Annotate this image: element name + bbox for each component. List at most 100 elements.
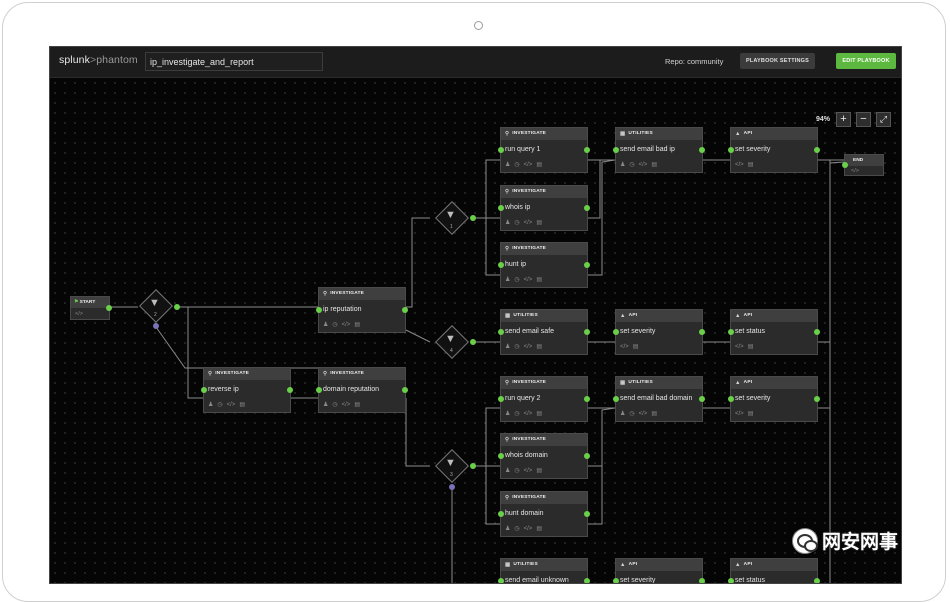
start-node[interactable]: ⚑ START </> bbox=[70, 296, 112, 320]
filter-output-port[interactable] bbox=[470, 463, 476, 469]
output-port[interactable] bbox=[584, 329, 590, 335]
action-node-send-email-bad-domain[interactable]: ▦UTILITIES send email bad domain ♟◷</>▤ bbox=[613, 376, 705, 422]
output-port[interactable] bbox=[814, 578, 820, 583]
action-node-reverse-ip[interactable]: ⚲INVESTIGATE reverse ip ♟◷</>▤ bbox=[201, 367, 293, 413]
output-port[interactable] bbox=[402, 307, 408, 313]
filter-output-port[interactable] bbox=[470, 215, 476, 221]
input-port[interactable] bbox=[498, 205, 504, 211]
output-port[interactable] bbox=[814, 396, 820, 402]
action-node-run-query-1[interactable]: ⚲INVESTIGATE run query 1 ♟◷</>▤ bbox=[498, 127, 590, 173]
input-port[interactable] bbox=[498, 147, 504, 153]
playbook-settings-button[interactable]: PLAYBOOK SETTINGS bbox=[740, 53, 815, 69]
end-node[interactable]: END </> bbox=[842, 154, 884, 176]
input-port[interactable] bbox=[613, 578, 619, 583]
output-port[interactable] bbox=[699, 578, 705, 583]
filter-number: 2 bbox=[154, 312, 157, 318]
action-node-whois-ip[interactable]: ⚲INVESTIGATE whois ip ♟◷</>▤ bbox=[498, 185, 590, 231]
action-node-set-severity[interactable]: ▲API set severity </>▤ bbox=[613, 558, 705, 583]
playbook-canvas[interactable]: 94% + − ⤢ ⚑ START </> END </> ▼ 2 ▼ 1 bbox=[50, 78, 901, 583]
output-port[interactable] bbox=[402, 387, 408, 393]
node-title: set severity bbox=[735, 395, 771, 402]
node-title: set status bbox=[735, 328, 765, 335]
output-port[interactable] bbox=[584, 262, 590, 268]
watermark: 网安网事 bbox=[792, 527, 898, 554]
zoom-out-button[interactable]: − bbox=[856, 112, 871, 127]
node-type: API bbox=[743, 562, 753, 567]
filter-number: 1 bbox=[450, 224, 453, 230]
filter-output-port[interactable] bbox=[153, 323, 159, 329]
output-port[interactable] bbox=[584, 578, 590, 583]
output-port[interactable] bbox=[584, 205, 590, 211]
input-port[interactable] bbox=[498, 578, 504, 583]
filter-node[interactable]: ▼ 2 bbox=[139, 289, 173, 323]
document-icon: ▤ bbox=[354, 402, 360, 408]
output-port[interactable] bbox=[699, 396, 705, 402]
input-port[interactable] bbox=[728, 329, 734, 335]
output-port[interactable] bbox=[699, 329, 705, 335]
document-icon: ▤ bbox=[536, 220, 542, 226]
filter-output-port[interactable] bbox=[174, 304, 180, 310]
output-port[interactable] bbox=[287, 387, 293, 393]
input-port[interactable] bbox=[498, 329, 504, 335]
filter-output-port[interactable] bbox=[470, 339, 476, 345]
input-port[interactable] bbox=[842, 162, 848, 168]
document-icon: ▤ bbox=[536, 162, 542, 168]
end-label: END bbox=[845, 155, 883, 166]
input-port[interactable] bbox=[498, 262, 504, 268]
input-port[interactable] bbox=[498, 511, 504, 517]
input-port[interactable] bbox=[201, 387, 207, 393]
input-port[interactable] bbox=[316, 307, 322, 313]
input-port[interactable] bbox=[498, 396, 504, 402]
output-port[interactable] bbox=[584, 511, 590, 517]
action-node-set-severity[interactable]: ▲API set severity </>▤ bbox=[613, 309, 705, 355]
filter-output-port[interactable] bbox=[449, 484, 455, 490]
edge bbox=[405, 329, 431, 343]
action-node-set-severity[interactable]: ▲API set severity </>▤ bbox=[728, 376, 820, 422]
action-node-ip-reputation[interactable]: ⚲INVESTIGATE ip reputation ♟◷</>▤ bbox=[316, 287, 408, 333]
action-node-set-status[interactable]: ▲API set status </>▤ bbox=[728, 309, 820, 355]
action-node-hunt-ip[interactable]: ⚲INVESTIGATE hunt ip ♟◷</>▤ bbox=[498, 242, 590, 288]
action-node-send-email-safe[interactable]: ▦UTILITIES send email safe ♟◷</>▤ bbox=[498, 309, 590, 355]
action-node-domain-reputation[interactable]: ⚲INVESTIGATE domain reputation ♟◷</>▤ bbox=[316, 367, 408, 413]
input-port[interactable] bbox=[316, 387, 322, 393]
action-node-set-status[interactable]: ▲API set status </>▤ bbox=[728, 558, 820, 583]
user-icon: ♟ bbox=[505, 468, 511, 474]
node-type: UTILITIES bbox=[513, 562, 538, 567]
clock-icon: ◷ bbox=[514, 344, 520, 350]
action-node-send-email-unknown[interactable]: ▦UTILITIES send email unknown ♟◷</>▤ bbox=[498, 558, 590, 583]
input-port[interactable] bbox=[613, 396, 619, 402]
filter-node[interactable]: ▼ 1 bbox=[435, 201, 469, 235]
edge bbox=[474, 465, 500, 525]
app-logo[interactable]: splunk>phantom bbox=[59, 54, 138, 66]
filter-node[interactable]: ▼ 4 bbox=[435, 325, 469, 359]
filter-node[interactable]: ▼ 3 bbox=[435, 449, 469, 483]
input-port[interactable] bbox=[613, 147, 619, 153]
input-port[interactable] bbox=[728, 396, 734, 402]
action-node-hunt-domain[interactable]: ⚲INVESTIGATE hunt domain ♟◷</>▤ bbox=[498, 491, 590, 537]
action-node-run-query-2[interactable]: ⚲INVESTIGATE run query 2 ♟◷</>▤ bbox=[498, 376, 590, 422]
output-port[interactable] bbox=[106, 305, 112, 311]
output-port[interactable] bbox=[584, 147, 590, 153]
output-port[interactable] bbox=[584, 453, 590, 459]
code-icon: </> bbox=[226, 402, 236, 408]
node-type: INVESTIGATE bbox=[512, 437, 547, 442]
input-port[interactable] bbox=[613, 329, 619, 335]
output-port[interactable] bbox=[584, 396, 590, 402]
fit-view-button[interactable]: ⤢ bbox=[876, 112, 891, 127]
action-node-whois-domain[interactable]: ⚲INVESTIGATE whois domain ♟◷</>▤ bbox=[498, 433, 590, 479]
user-icon: ♟ bbox=[505, 526, 511, 532]
input-port[interactable] bbox=[728, 147, 734, 153]
logo-separator: > bbox=[89, 54, 97, 66]
action-node-send-email-bad-ip[interactable]: ▦UTILITIES send email bad ip ♟◷</>▤ bbox=[613, 127, 705, 173]
playbook-name-field[interactable]: ip_investigate_and_report bbox=[145, 52, 323, 71]
action-node-set-severity[interactable]: ▲API set severity </>▤ bbox=[728, 127, 820, 173]
edit-playbook-button[interactable]: EDIT PLAYBOOK bbox=[836, 53, 896, 69]
output-port[interactable] bbox=[699, 147, 705, 153]
document-icon: ▤ bbox=[632, 344, 639, 350]
input-port[interactable] bbox=[728, 578, 734, 583]
zoom-in-button[interactable]: + bbox=[836, 112, 851, 127]
output-port[interactable] bbox=[814, 147, 820, 153]
edge bbox=[451, 488, 453, 583]
output-port[interactable] bbox=[814, 329, 820, 335]
input-port[interactable] bbox=[498, 453, 504, 459]
